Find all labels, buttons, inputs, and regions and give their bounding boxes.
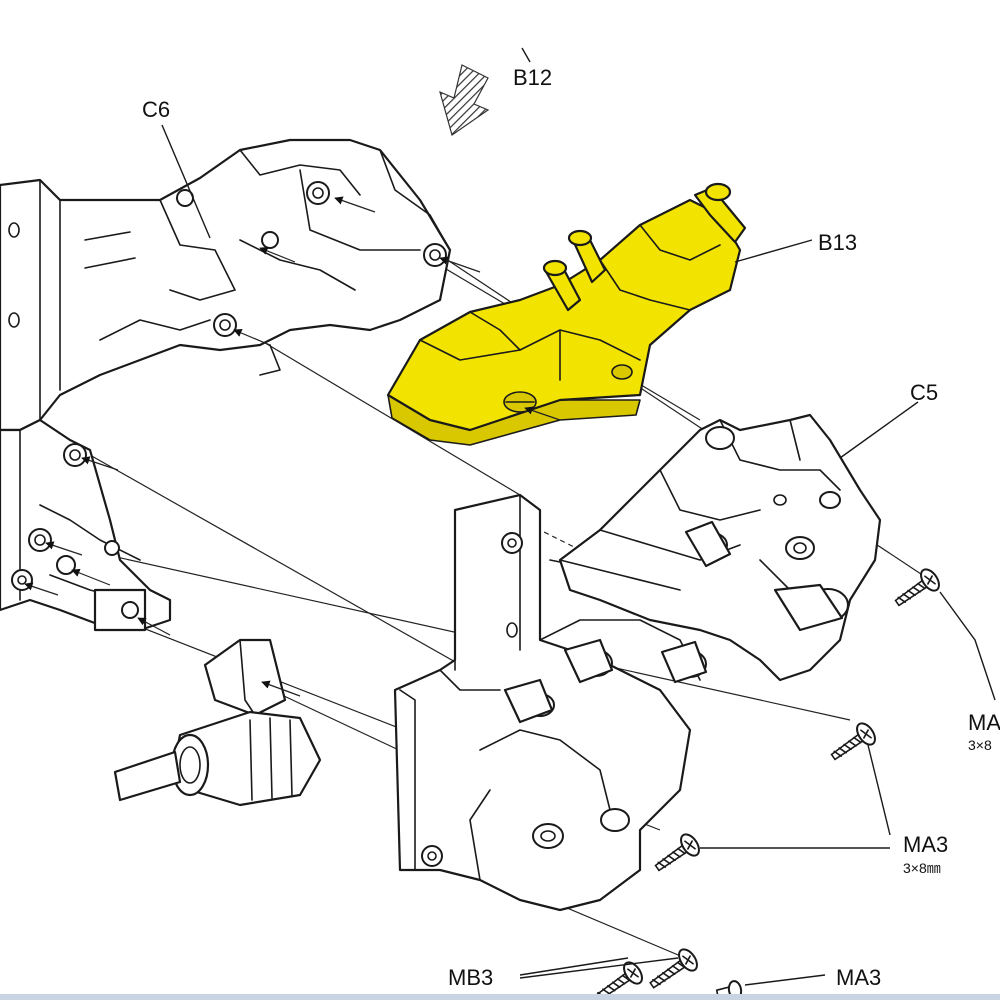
- arrow-icon: [71, 568, 111, 586]
- arrow-icon: [334, 196, 376, 213]
- arrow-icon: [137, 617, 171, 636]
- screw-icon: [654, 833, 700, 872]
- label-ma3-right-size: 3×8: [968, 737, 992, 753]
- label-ma3-right: MA: [968, 710, 1000, 735]
- screw-icon: [830, 722, 876, 761]
- leader-lines: [161, 124, 996, 986]
- arrow-icon: [439, 256, 481, 273]
- arrow-icon: [233, 329, 271, 346]
- label-c5: C5: [910, 380, 938, 405]
- screw-icon: [594, 961, 643, 1000]
- screw-icon: [649, 948, 698, 989]
- label-b13: B13: [818, 230, 857, 255]
- arrow-icon: [524, 406, 561, 421]
- drive-shaft-part: [113, 638, 322, 807]
- label-ma3-mid-size: 3×8㎜: [903, 860, 941, 876]
- left-lower-frame: [0, 418, 172, 632]
- arrow-icon: [261, 680, 301, 697]
- arrow-icon: [45, 541, 83, 556]
- label-c6: C6: [142, 97, 170, 122]
- right-frame: [393, 493, 708, 912]
- label-ma3-mid: MA3: [903, 832, 948, 857]
- b13-part: [386, 182, 813, 446]
- label-b12: B12: [513, 65, 552, 90]
- insert-arrows: [24, 196, 561, 697]
- label-mb3: MB3: [448, 965, 493, 990]
- bottom-strip: [0, 994, 1000, 1000]
- arrow-icon: [81, 456, 119, 471]
- arrow-icon: [24, 582, 59, 596]
- label-ma3-bottom: MA3: [836, 965, 881, 990]
- hatched-down-arrow-icon: [439, 47, 531, 136]
- arrow-icon: [259, 246, 296, 263]
- left-upper-frame: [0, 138, 452, 432]
- screw-icon: [894, 568, 940, 607]
- c5-part: [558, 413, 882, 682]
